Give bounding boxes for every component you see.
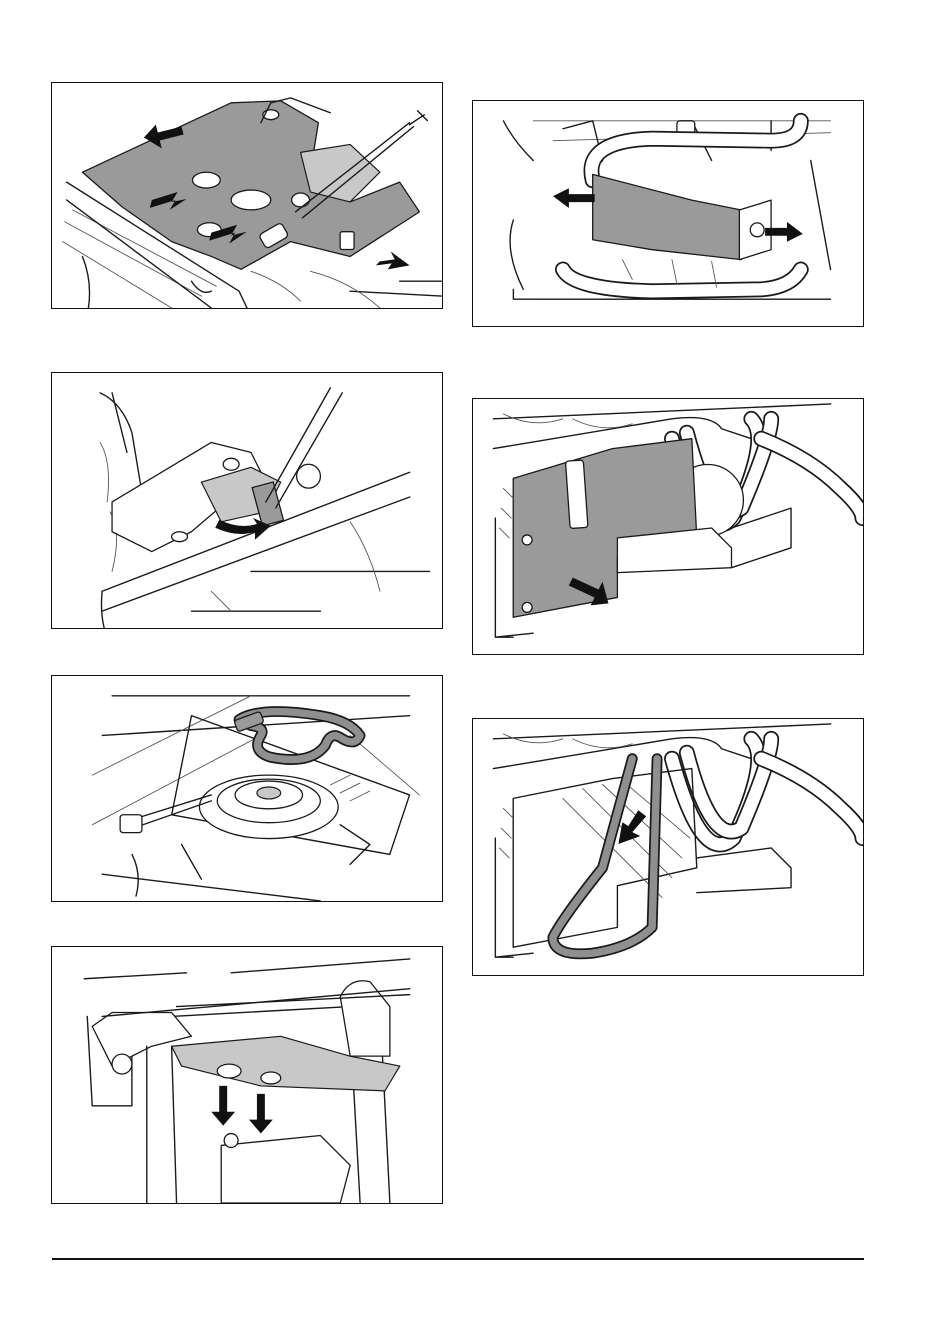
- callout-circle: [297, 464, 321, 488]
- figure-bracket-screws: [51, 946, 443, 1204]
- illustration-belt-guard: [473, 101, 863, 326]
- figure-pulley-belt: [51, 675, 443, 902]
- illustration-belt-removal: [473, 719, 863, 975]
- illustration-bracket: [52, 947, 442, 1203]
- figure-top-cover-removal: [51, 82, 443, 309]
- illustration-top-cover: [52, 83, 442, 308]
- illustration-side-plate: [473, 399, 863, 654]
- figure-side-plate-removal: [472, 398, 864, 655]
- illustration-tensioner: [52, 373, 442, 628]
- figure-tensioner-lever: [51, 372, 443, 629]
- illustration-pulley: [52, 676, 442, 901]
- footer-rule: [52, 1258, 864, 1260]
- figure-belt-guard-removal: [472, 100, 864, 327]
- figure-belt-removal: [472, 718, 864, 976]
